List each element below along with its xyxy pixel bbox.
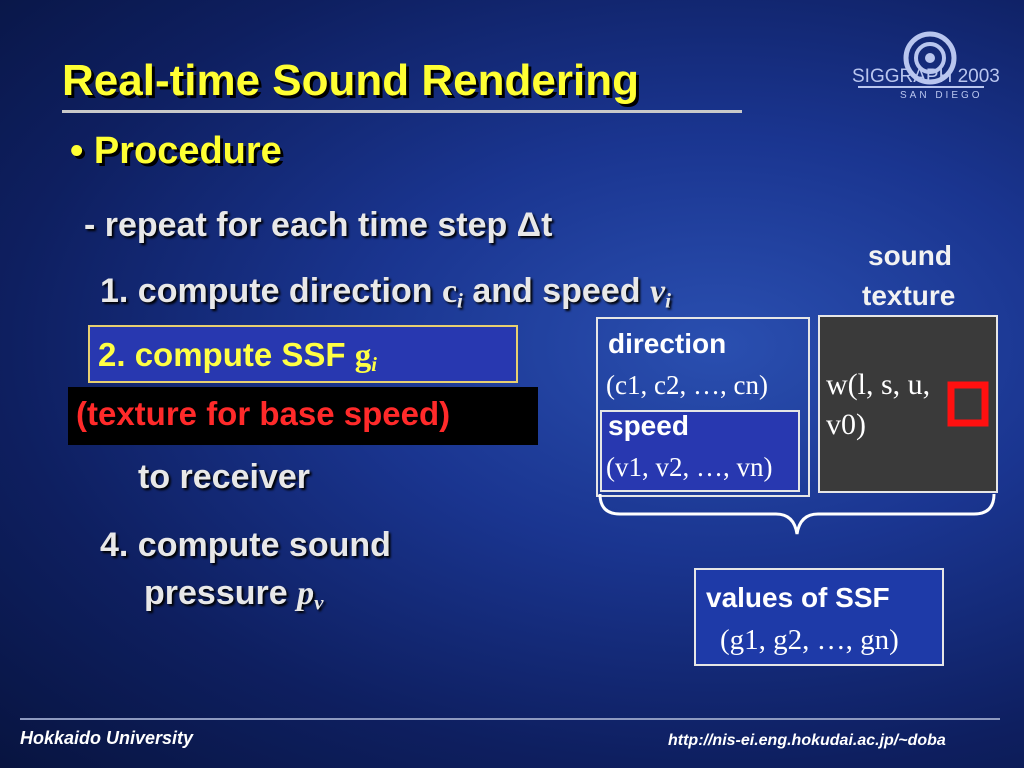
logo-divider bbox=[858, 86, 984, 88]
sound-texture-box bbox=[818, 315, 998, 493]
direction-box bbox=[596, 317, 810, 497]
footer-url[interactable]: http://nis-ei.eng.hokudai.ac.jp/~doba bbox=[668, 732, 946, 749]
logo-text: SIGGRAPH 2003 bbox=[852, 66, 1000, 87]
ssf-label: values of SSF bbox=[706, 582, 890, 613]
step-1-ci: c bbox=[441, 273, 458, 310]
speed-label: speed bbox=[608, 410, 689, 441]
ssf-values: (g1, g2, …, gn) bbox=[720, 624, 899, 656]
speed-values: (v1, v2, …, vn) bbox=[606, 452, 773, 482]
step-2-highlight-box bbox=[88, 325, 518, 383]
direction-values: (c1, c2, …, cn) bbox=[606, 370, 768, 400]
footer-university: Hokkaido University bbox=[20, 728, 194, 748]
curly-brace-icon bbox=[598, 493, 996, 535]
sound-texture-label-1: sound bbox=[868, 240, 952, 271]
step-4-text: pressure bbox=[144, 574, 298, 612]
slide-title: Real-time Sound Rendering bbox=[62, 56, 639, 105]
sound-texture-label-2: texture bbox=[862, 280, 956, 311]
ssf-values-box bbox=[694, 568, 944, 666]
direction-label: direction bbox=[608, 328, 727, 359]
step-2-g: g bbox=[354, 338, 372, 374]
step-1-and: and speed bbox=[462, 272, 650, 310]
procedure-heading: • Procedure bbox=[70, 130, 282, 172]
step-4-p: p bbox=[297, 575, 315, 612]
siggraph-logo-icon bbox=[903, 31, 957, 85]
overlay-text: (texture for base speed) bbox=[76, 395, 451, 432]
step-4-p-sub: v bbox=[314, 590, 324, 615]
step-3-line-2: to receiver bbox=[138, 458, 310, 496]
footer-divider bbox=[20, 718, 1000, 720]
speed-box bbox=[600, 410, 800, 492]
step-1: 1. compute direction ci and speed vi bbox=[100, 272, 671, 313]
step-2-g-sub: i bbox=[371, 354, 377, 377]
step-1-vi: v bbox=[649, 273, 666, 310]
overlay-box bbox=[68, 387, 538, 445]
logo-subtext: SAN DIEGO bbox=[900, 90, 983, 101]
texture-formula-line-1: w(l, s, u, bbox=[826, 368, 931, 401]
step-1-vi-sub: i bbox=[665, 288, 671, 313]
step-2: 2. compute SSF gi bbox=[98, 336, 377, 377]
red-square-icon bbox=[947, 381, 989, 427]
step-1-ci-sub: i bbox=[457, 288, 463, 313]
texture-formula-line-2: v0) bbox=[826, 408, 866, 441]
title-underline bbox=[62, 110, 742, 113]
repeat-line: - repeat for each time step Δt bbox=[84, 206, 552, 245]
step-4-line-1: 4. compute sound bbox=[100, 526, 391, 564]
repeat-line-text: - repeat for each time step Δt bbox=[84, 206, 553, 244]
step-1-text: 1. compute direction bbox=[100, 272, 442, 310]
step-4-line-2: pressure pv bbox=[144, 574, 323, 615]
step-2-text: 2. compute SSF bbox=[98, 336, 355, 373]
